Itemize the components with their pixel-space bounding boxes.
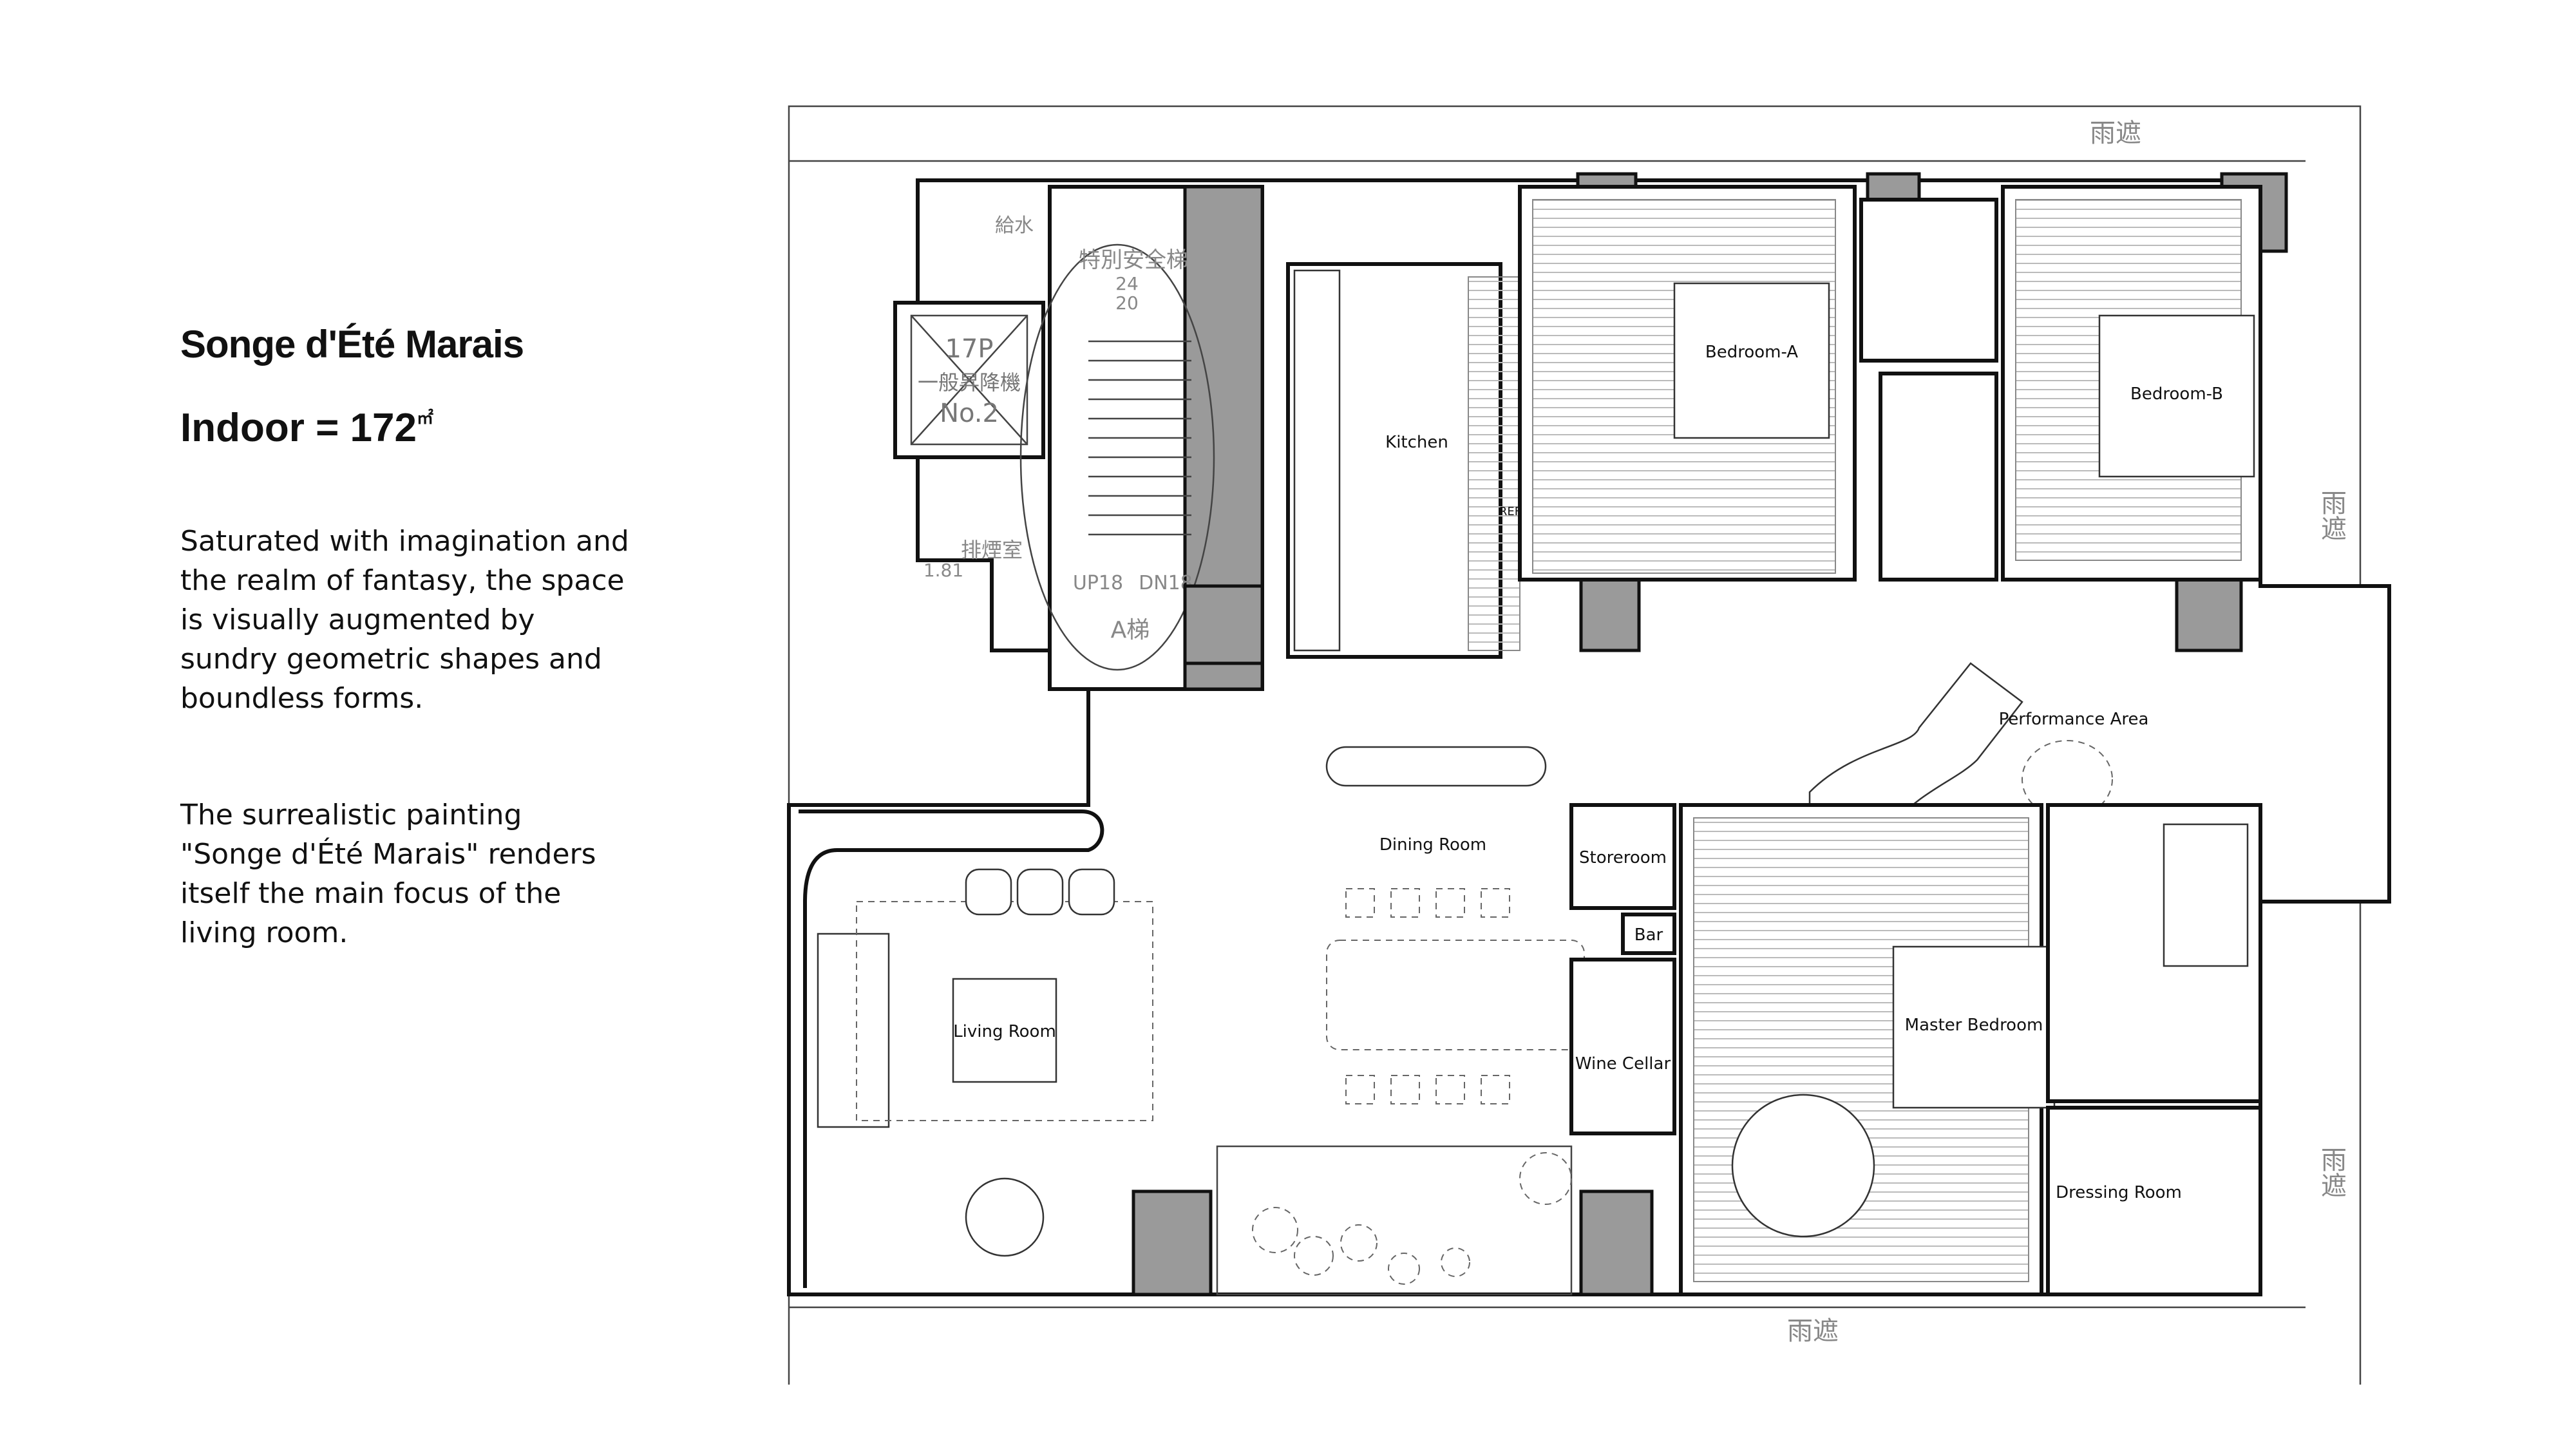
bedroom-a-label: Bedroom-A — [1705, 343, 1798, 362]
stair-up-label: UP18 — [1073, 572, 1123, 594]
stair-count-down: 20 — [1115, 292, 1139, 314]
elevator-floor: 17P — [945, 334, 993, 364]
storeroom-label: Storeroom — [1579, 848, 1667, 867]
living-room-label: Living Room — [953, 1022, 1056, 1041]
indoor-area: Indoor = 172㎡ — [180, 405, 631, 451]
master-bedroom-bed — [1892, 945, 2056, 1109]
bedroom-b-label: Bedroom-B — [2130, 384, 2223, 404]
bedroom-b-bed — [2098, 314, 2255, 478]
wine-cellar-label: Wine Cellar — [1575, 1054, 1671, 1074]
kitchen-cabinets — [1468, 276, 1520, 651]
bar — [1621, 913, 1676, 955]
safety-stair-label: 特別安全梯 — [1079, 247, 1188, 273]
column-master-bottom-left — [1579, 1189, 1654, 1296]
sofa — [817, 933, 890, 1128]
armchairs — [965, 868, 1115, 916]
kitchen-counter — [1293, 269, 1341, 652]
living-rug — [856, 901, 1153, 1121]
stair-treads — [1088, 340, 1191, 536]
dining-island — [1325, 746, 1547, 787]
master-bedroom-rug — [1731, 1094, 1875, 1238]
canopy-label-right-upper: 雨遮 — [2316, 489, 2346, 541]
dressing-room-label: Dressing Room — [2056, 1183, 2182, 1202]
coffee-table — [952, 978, 1057, 1083]
column-bedroom-b-bottom — [2175, 578, 2243, 652]
elevator-number: No.2 — [940, 399, 999, 428]
garden-plants — [1252, 1152, 1572, 1285]
bedroom-a-bed — [1673, 282, 1830, 439]
column-stair-bottom — [1183, 584, 1264, 665]
column-living-bottom — [1132, 1189, 1213, 1296]
storeroom — [1569, 803, 1676, 910]
floor-plan: 17P 一般昇降機 No.2 給水 特別安全梯 24 20 UP18 DN18 … — [787, 105, 2391, 1385]
stair-a-label: A梯 — [1111, 617, 1150, 643]
performance-stool — [2022, 740, 2113, 819]
wine-cellar — [1569, 958, 1676, 1135]
kitchen-label: Kitchen — [1385, 433, 1448, 452]
description-paragraph-1: Saturated with imagination and the realm… — [180, 525, 629, 715]
bathroom-upper — [1859, 198, 1998, 363]
indoor-area-label: Indoor = 172 — [180, 406, 417, 450]
project-title: Songe d'Été Marais — [180, 323, 524, 366]
canopy-label-right-lower: 雨遮 — [2316, 1146, 2346, 1198]
water-supply-label: 給水 — [995, 214, 1034, 237]
dining-room-label: Dining Room — [1379, 835, 1486, 855]
master-bedroom-label: Master Bedroom — [1905, 1016, 2043, 1035]
bathtub — [2163, 823, 2249, 967]
elevator-cross-2 — [911, 315, 1028, 445]
canopy-label-bottom: 雨遮 — [1787, 1316, 1839, 1346]
column-top-center — [1866, 172, 1921, 202]
indoor-area-unit: ㎡ — [416, 408, 433, 428]
dressing-room — [2046, 1106, 2262, 1296]
performance-area-label: Performance Area — [1999, 710, 2149, 729]
dining-chairs — [1345, 888, 1510, 1104]
smoke-room-value: 1.81 — [923, 560, 963, 581]
description-paragraph-2: The surrealistic painting "Songe d'Été M… — [180, 799, 596, 949]
ref-label: REF — [1499, 505, 1521, 518]
project-info: Songe d'Été Marais Indoor = 172㎡ Saturat… — [180, 322, 631, 1030]
column-bedroom-a-bottom — [1579, 578, 1641, 652]
stair-landing — [1019, 243, 1215, 671]
stair-count-up: 24 — [1115, 273, 1139, 294]
living-room-wall — [799, 810, 1104, 1288]
elevator-type: 一般昇降機 — [918, 370, 1021, 395]
side-table — [965, 1177, 1045, 1257]
garden-area — [1216, 1145, 1573, 1296]
bar-label: Bar — [1634, 925, 1663, 945]
canopy-label-top: 雨遮 — [2090, 118, 2141, 148]
bathroom-lower — [1879, 372, 1998, 582]
smoke-room-label: 排煙室 — [961, 538, 1023, 562]
